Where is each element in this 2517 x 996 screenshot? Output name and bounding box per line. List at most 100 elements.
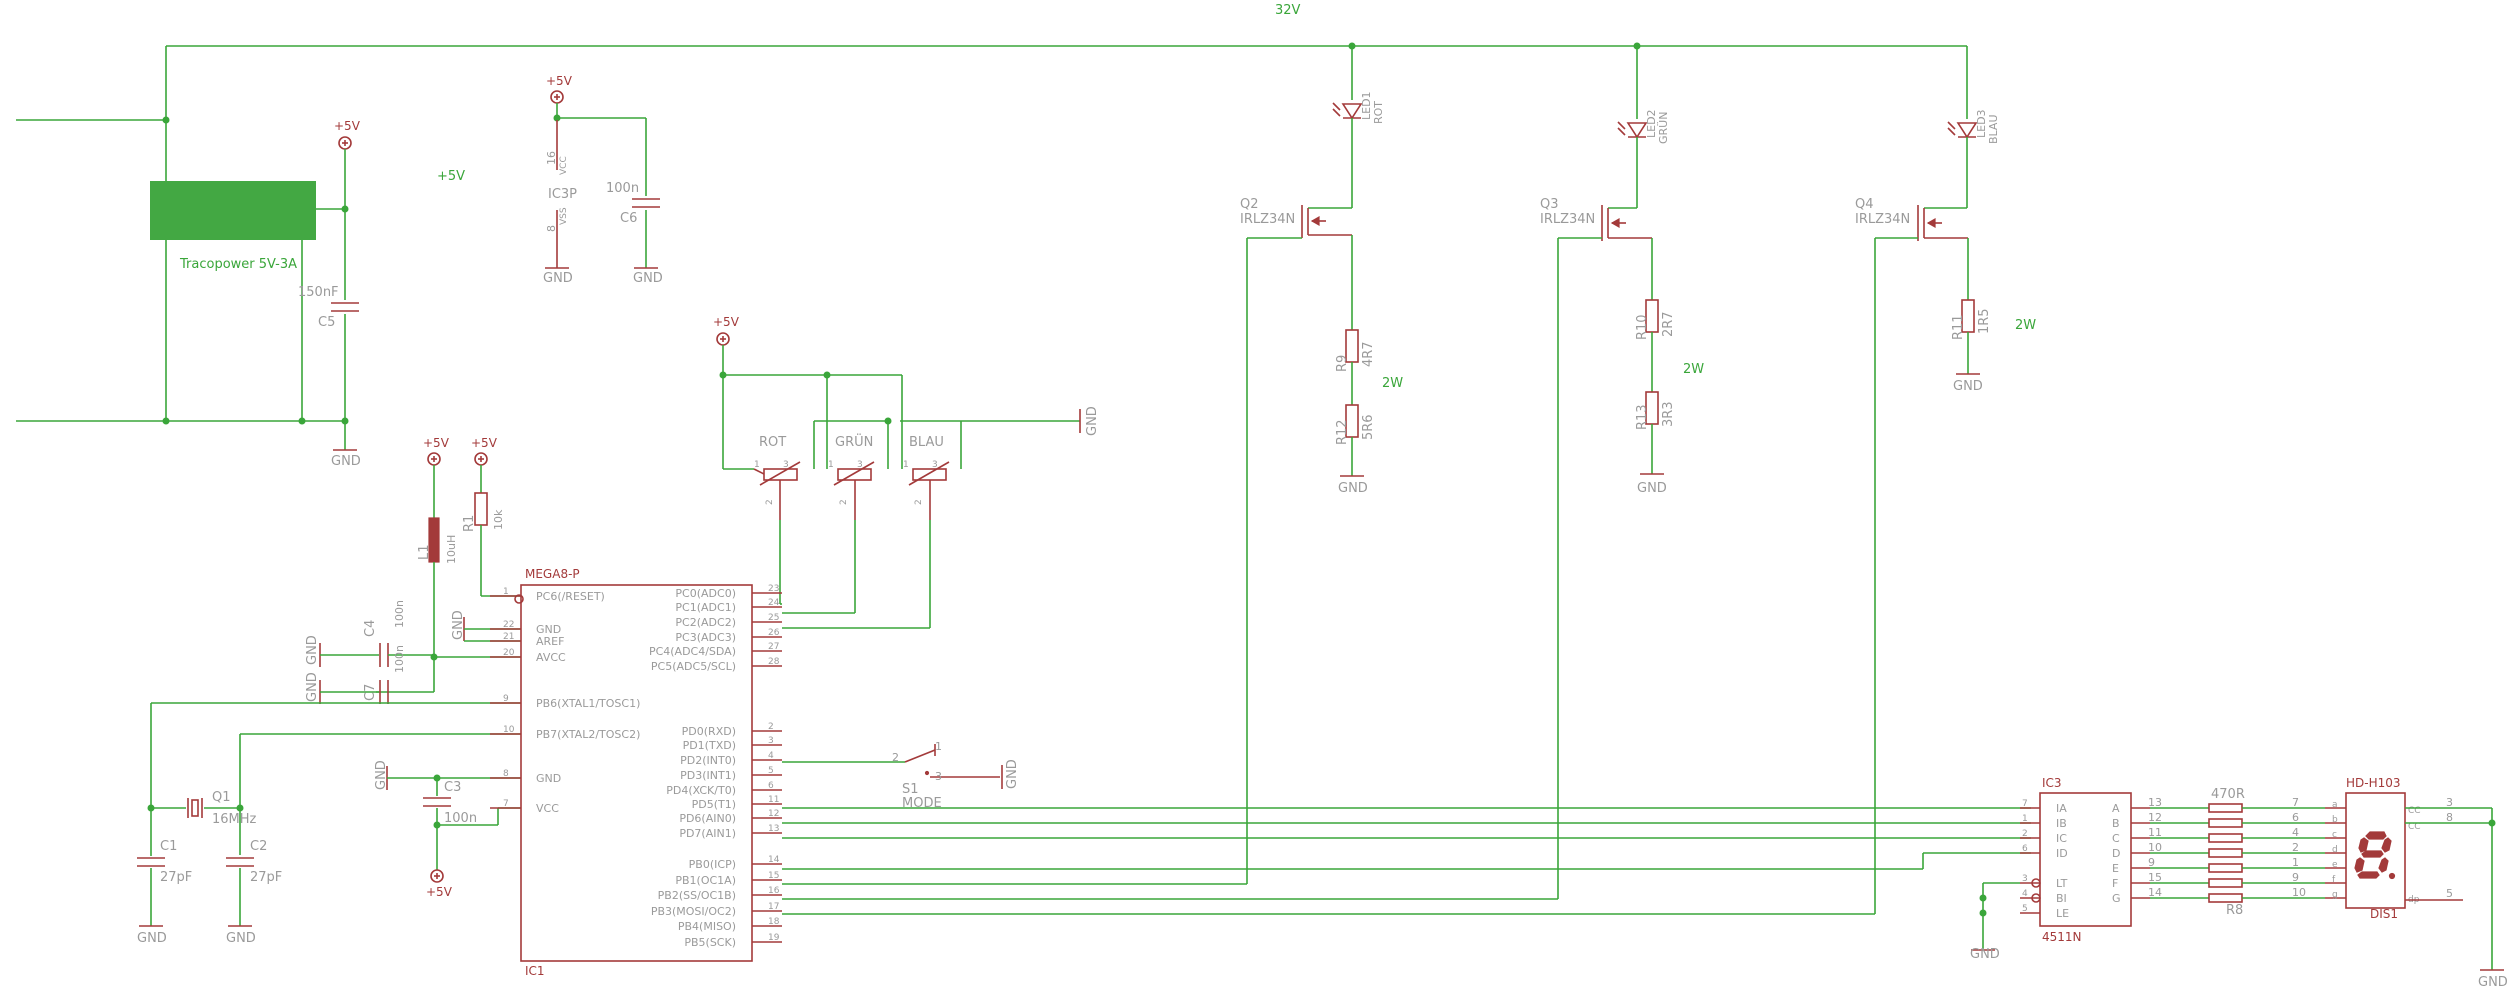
- svg-text:1: 1: [903, 460, 909, 470]
- mcu-pin-label: PB4(MISO): [678, 920, 736, 933]
- mcu-pin-num: 27: [768, 642, 779, 652]
- decoder-pin-num: 2: [2022, 829, 2028, 839]
- display-body: [2345, 792, 2406, 909]
- c7-name: C7: [363, 684, 378, 701]
- q4-name: Q4: [1855, 197, 1874, 212]
- svg-text:8: 8: [2446, 811, 2453, 824]
- mcu-pin-label: PD4(XCK/T0): [666, 784, 736, 797]
- led1-name: LED1: [1360, 91, 1373, 120]
- decoder-pin-num: 10: [2148, 841, 2162, 854]
- channel-gruen: LED2 GRÜN Q3 IRLZ34N R10 2R7 R13 3R3 GND…: [782, 46, 1704, 900]
- r11-name: R11: [1951, 314, 1966, 340]
- display-pin-num: 7: [2292, 796, 2299, 809]
- q1-value: 16MHz: [212, 812, 257, 827]
- mcu-pin-label: VCC: [536, 802, 559, 815]
- led2-color: GRÜN: [1657, 112, 1670, 144]
- mcu-pin-label: PC3(ADC3): [675, 631, 736, 644]
- mcu-pin-label: PB7(XTAL2/TOSC2): [536, 728, 640, 741]
- r8-name: R8: [2226, 903, 2243, 918]
- pot-blau: BLAU 1 3 2: [782, 435, 950, 629]
- mcu-right-pins: 23PC0(ADC0)24PC1(ADC1)25PC2(ADC2)26PC3(A…: [649, 584, 782, 949]
- mcu-pin-label: AVCC: [536, 651, 566, 664]
- ic3p-gnd: GND: [543, 271, 573, 286]
- display-seg-label: e: [2332, 860, 2338, 870]
- resnet-element: [2208, 848, 2243, 858]
- mcu-pin-num: 9: [503, 694, 509, 704]
- decoder-pin-num: 9: [2148, 856, 2155, 869]
- c1-gnd: GND: [137, 931, 167, 946]
- decoder-pin-label: G: [2112, 892, 2121, 905]
- display-name: DIS1: [2370, 907, 2398, 921]
- mcu-pin-label: PB3(MOSI/OC2): [651, 905, 736, 918]
- c6-name: C6: [620, 211, 637, 226]
- mcu-pin-num: 4: [768, 751, 774, 761]
- display-seg-label: d: [2332, 845, 2338, 855]
- ic3p-pin8: 8: [545, 225, 558, 232]
- svg-text:3: 3: [935, 770, 942, 783]
- display-seg-label: b: [2332, 815, 2338, 825]
- mcu-pin-num: 19: [768, 933, 780, 943]
- mcu-pin-num: 26: [768, 628, 780, 638]
- ic3p-vss: VSS: [559, 207, 569, 225]
- svg-text:3: 3: [2446, 796, 2453, 809]
- mcu-pin-num: 5: [768, 766, 774, 776]
- decoder-pin-num: 14: [2148, 886, 2162, 899]
- mcu-pin-label: PD7(AIN1): [679, 827, 736, 840]
- mcu-pin-num: 13: [768, 824, 779, 834]
- ch2-gnd: GND: [1637, 481, 1667, 496]
- mcu-gnd22: GND: [451, 610, 466, 640]
- r10-name: R10: [1635, 314, 1650, 340]
- mcu-pin-label: GND: [536, 623, 561, 636]
- r8-value: 470R: [2211, 787, 2245, 802]
- mcu-pin-num: 14: [768, 855, 780, 865]
- c2-value: 27pF: [250, 870, 282, 885]
- r13-name: R13: [1635, 404, 1650, 430]
- decoder-pin-num: 3: [2022, 874, 2028, 884]
- display-pin-num: 1: [2292, 856, 2299, 869]
- c2-gnd: GND: [226, 931, 256, 946]
- switch-s1: GND 2 1 3 S1 MODE: [782, 740, 1020, 811]
- mcu-pin-num: 20: [503, 648, 515, 658]
- svg-text:3: 3: [932, 460, 938, 470]
- ch3-gnd: GND: [1953, 379, 1983, 394]
- resnet-element: [2208, 818, 2243, 828]
- mcu-pin-label: PB6(XTAL1/TOSC1): [536, 697, 640, 710]
- resnet-rows: [2150, 803, 2325, 903]
- display-seg-label: g: [2332, 890, 2338, 900]
- resnet-element: [2208, 893, 2243, 903]
- svg-text:5: 5: [2446, 887, 2453, 900]
- decoder-pin-num: 4: [2022, 889, 2028, 899]
- mcu-pin-label: PD3(INT1): [680, 769, 736, 782]
- decoder-pin-num: 6: [2022, 844, 2028, 854]
- decoder-pin-num: 11: [2148, 826, 2162, 839]
- ic3p-pin16: 16: [545, 151, 558, 165]
- mcu-pin-num: 3: [768, 736, 774, 746]
- r9-value: 4R7: [1361, 341, 1376, 367]
- display-pin-num: 10: [2292, 886, 2306, 899]
- decoder-pin-num: 15: [2148, 871, 2162, 884]
- ch3-power: 2W: [2015, 318, 2036, 333]
- r12-value: 5R6: [1361, 414, 1376, 440]
- mcu-pin-label: AREF: [536, 635, 564, 648]
- mcu-pin-num: 16: [768, 886, 780, 896]
- decoder-pin-label: IA: [2056, 802, 2067, 815]
- c3-5v: +5V: [426, 885, 453, 899]
- c5-name: C5: [318, 315, 335, 330]
- r12-name: R12: [1335, 419, 1350, 445]
- display-pin-num: 2: [2292, 841, 2299, 854]
- mcu-name: IC1: [525, 964, 545, 978]
- mcu-pin-label: PC2(ADC2): [675, 616, 736, 629]
- c3-name: C3: [444, 780, 461, 795]
- mcu-pin-label: PB5(SCK): [684, 936, 736, 949]
- mcu-pin-label: PD2(INT0): [680, 754, 736, 767]
- r13-value: 3R3: [1661, 401, 1676, 427]
- mcu-pin-num: 22: [503, 620, 514, 630]
- display-pin-num: 4: [2292, 826, 2299, 839]
- mcu-pin-label: PD5(T1): [692, 798, 736, 811]
